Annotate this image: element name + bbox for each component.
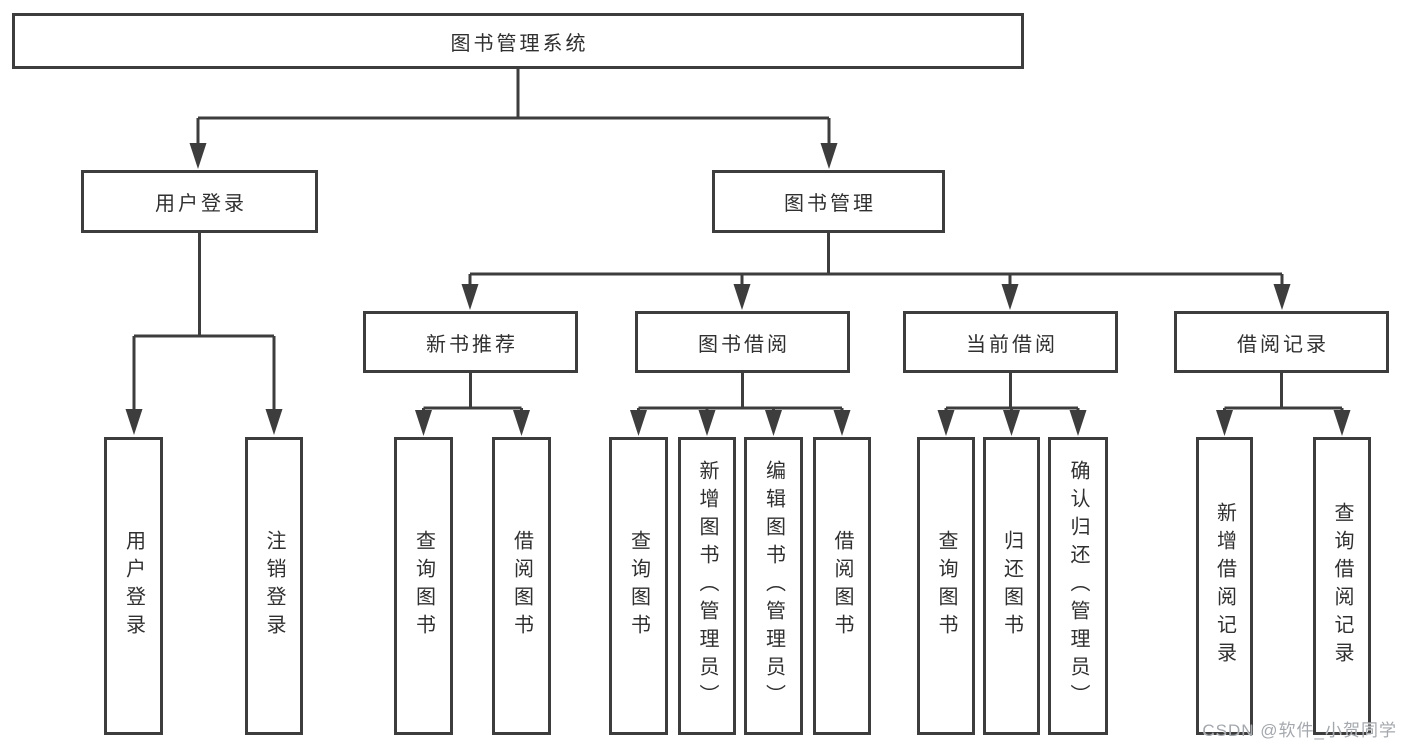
leaf-borrow-books: 借阅图书 [492,437,551,735]
arrow-down-icon [937,410,955,436]
arrow-down-icon [833,410,851,436]
watermark-text: CSDN @软件_小贺同学 [1202,721,1397,740]
arrow-down-icon [1273,284,1291,310]
node-library-system: 图书管理系统 [12,13,1024,69]
leaf-query-books: 查询图书 [609,437,668,735]
node-book-management: 图书管理 [712,170,945,233]
leaf-confirm-return-admin: 确认归还（管理员） [1048,437,1108,735]
arrow-down-icon [461,284,479,310]
arrow-down-icon [415,410,432,436]
arrow-down-icon [820,143,838,169]
arrow-down-icon [1333,410,1351,436]
leaf-query-borrow-record: 查询借阅记录 [1313,437,1371,735]
arrow-down-icon [513,410,530,436]
node-current-borrowing: 当前借阅 [903,311,1118,373]
leaf-logout: 注销登录 [245,437,303,735]
arrow-down-icon [1216,410,1233,436]
arrowhead-icons [125,143,1351,436]
leaf-query-books: 查询图书 [394,437,453,735]
leaf-add-book-admin: 新增图书（管理员） [678,437,736,735]
arrow-down-icon [265,409,283,435]
arrow-down-icon [1001,284,1019,310]
node-borrowing-records: 借阅记录 [1174,311,1389,373]
arrow-down-icon [630,410,647,436]
leaf-query-books: 查询图书 [917,437,975,735]
arrow-down-icon [765,410,782,436]
leaf-edit-book-admin: 编辑图书（管理员） [744,437,803,735]
arrow-down-icon [1069,410,1087,436]
arrow-down-icon [189,143,207,169]
leaf-user-login: 用户登录 [104,437,163,735]
arrow-down-icon [1003,410,1020,436]
arrow-down-icon [698,410,716,436]
node-new-book-recommendation: 新书推荐 [363,311,578,373]
node-book-borrowing: 图书借阅 [635,311,850,373]
leaf-borrow-books: 借阅图书 [813,437,871,735]
node-user-login: 用户登录 [81,170,318,233]
arrow-down-icon [125,409,143,435]
leaf-return-books: 归还图书 [983,437,1040,735]
arrow-down-icon [733,284,751,310]
leaf-add-borrow-record: 新增借阅记录 [1196,437,1253,735]
